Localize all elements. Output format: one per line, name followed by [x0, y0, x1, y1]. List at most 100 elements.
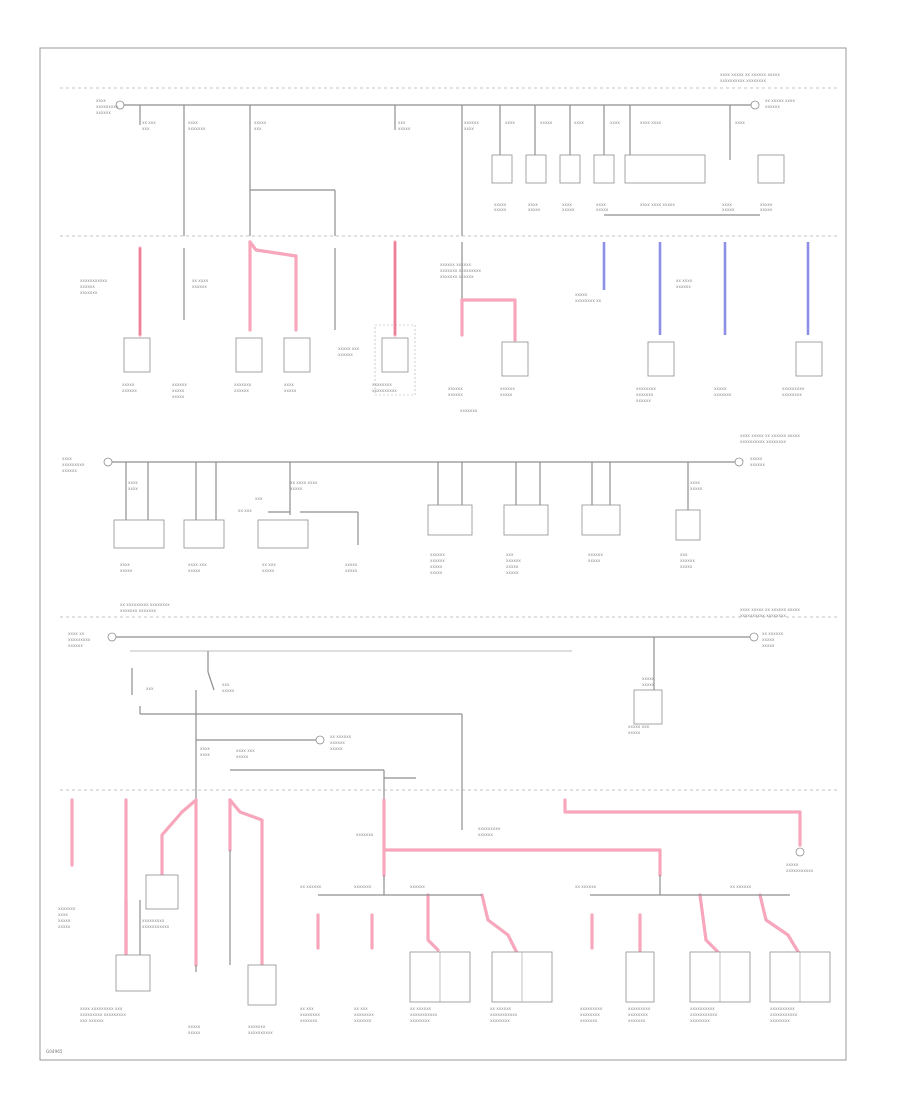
svg-text:xxxxx: xxxxx — [398, 126, 411, 131]
svg-text:xxx: xxx — [680, 552, 688, 557]
bus-connector-right-2 — [734, 457, 744, 467]
svg-text:xxxxxx: xxxxxx — [448, 392, 463, 397]
svg-text:xxxxx: xxxxx — [188, 1030, 201, 1035]
svg-text:xxxxx: xxxxx — [762, 637, 775, 642]
svg-text:xx xxxxxx: xx xxxxxx — [490, 1006, 512, 1011]
svg-text:xxx: xxx — [254, 126, 262, 131]
svg-text:xxxxxx: xxxxxx — [172, 382, 187, 387]
svg-text:xxxxxxxxxx xxxxxxxx: xxxxxxxxxx xxxxxxxx — [740, 613, 786, 618]
svg-text:xxxxxxxxxx xxxxxxxx: xxxxxxxxxx xxxxxxxx — [740, 439, 786, 444]
svg-text:xxxxxxxxxx: xxxxxxxxxx — [248, 1030, 273, 1035]
svg-text:xxxxxxxx: xxxxxxxx — [372, 382, 392, 387]
svg-text:xxxxxxx: xxxxxxx — [234, 382, 252, 387]
svg-text:xxxxx: xxxxx — [528, 207, 541, 212]
svg-text:xxxxxxxxxx: xxxxxxxxxx — [770, 1006, 795, 1011]
svg-text:xxxx: xxxx — [96, 98, 106, 103]
svg-text:xxxxxxx: xxxxxxx — [354, 884, 372, 889]
svg-text:xxxx: xxxx — [528, 202, 538, 207]
svg-text:xxxxx: xxxxx — [642, 676, 655, 681]
svg-text:xxxxxx: xxxxxx — [330, 740, 345, 745]
bus-connector-left-2 — [103, 457, 113, 467]
svg-text:xxxxx: xxxxx — [290, 486, 303, 491]
bus-text-1: xxxx xxxxx xx xxxxxx xxxxx xxxxxxxxxx xx… — [96, 72, 795, 115]
svg-text:xxxx: xxxx — [735, 120, 745, 125]
svg-text:xxxxx: xxxxx — [330, 746, 343, 751]
svg-text:xxxx: xxxx — [464, 126, 474, 131]
svg-text:xxxx xxxxx xx xxxxxx xxxxx: xxxx xxxxx xx xxxxxx xxxxx — [740, 433, 800, 438]
svg-text:xxxxx: xxxxx — [188, 1024, 201, 1029]
diagram-frame — [39, 47, 847, 1061]
svg-text:xxxxxxx: xxxxxxx — [80, 290, 98, 295]
svg-text:xxx: xxx — [146, 686, 154, 691]
svg-text:xxxxx: xxxxx — [506, 564, 519, 569]
svg-text:xx xxxxxx: xx xxxxxx — [410, 1006, 432, 1011]
svg-text:xxxxx: xxxxx — [284, 388, 297, 393]
svg-text:xxx: xxx — [398, 120, 406, 125]
svg-text:xxxxxx: xxxxxx — [430, 558, 445, 563]
svg-text:xxxx xxx: xxxx xxx — [236, 748, 255, 753]
svg-text:xxxxx: xxxxx — [680, 564, 693, 569]
svg-text:xxxxx: xxxxx — [750, 456, 763, 461]
svg-text:xxxxx: xxxxx — [786, 862, 799, 867]
svg-text:xxxxxxx xxxxxxx: xxxxxxx xxxxxxx — [120, 608, 157, 613]
svg-text:xxxx: xxxx — [200, 746, 210, 751]
svg-text:xxx: xxx — [222, 682, 230, 687]
svg-text:xxxxxxxxx: xxxxxxxxx — [142, 918, 165, 923]
svg-text:xxxxxxx: xxxxxxx — [188, 126, 206, 131]
svg-text:xxxxxx: xxxxxx — [430, 552, 445, 557]
svg-text:xxxxx: xxxxx — [236, 754, 249, 759]
svg-text:xxxxx xxx: xxxxx xxx — [628, 724, 650, 729]
svg-text:xxxxxx: xxxxxx — [448, 386, 463, 391]
svg-text:xxxxx: xxxxx — [494, 202, 507, 207]
svg-text:xx xxxx xxxx: xx xxxx xxxx — [290, 480, 318, 485]
svg-text:xxxxx: xxxxx — [430, 564, 443, 569]
svg-text:xxxxxxxxx xxxxxxxxx: xxxxxxxxx xxxxxxxxx — [80, 1012, 126, 1017]
svg-text:xxxxxxxxxx: xxxxxxxxxx — [372, 388, 397, 393]
svg-text:xxxx xxxxxxxxx xxx: xxxx xxxxxxxxx xxx — [80, 1006, 123, 1011]
svg-text:xxxxxxxxx: xxxxxxxxx — [478, 826, 501, 831]
svg-text:xxxxx: xxxxx — [172, 388, 185, 393]
svg-text:xxxxx: xxxxx — [58, 918, 71, 923]
svg-text:xxxxxx: xxxxxx — [96, 110, 111, 115]
svg-text:xxxxxxx: xxxxxxx — [58, 906, 76, 911]
svg-text:xxxxx: xxxxx — [494, 207, 507, 212]
svg-text:xxxxx: xxxxx — [714, 386, 727, 391]
svg-text:xx xxx: xx xxx — [142, 120, 156, 125]
ground-wiring-4 — [139, 800, 790, 972]
svg-text:xxxxxxxxxxx: xxxxxxxxxxx — [410, 1012, 438, 1017]
svg-text:xx xxx: xx xxx — [262, 562, 276, 567]
svg-text:xxxxxx: xxxxxx — [765, 104, 780, 109]
connector-ref — [315, 735, 325, 745]
svg-text:xxxxxx: xxxxxx — [478, 832, 493, 837]
svg-text:xxxxxx: xxxxxx — [506, 558, 521, 563]
svg-text:xxxxxxxxxxx: xxxxxxxxxxx — [786, 868, 814, 873]
svg-text:xxxxxxxx: xxxxxxxx — [782, 392, 802, 397]
svg-text:xxxxx: xxxxx — [188, 568, 201, 573]
svg-text:xxxxx: xxxxx — [506, 570, 519, 575]
svg-text:xxxxxxx: xxxxxxx — [354, 1018, 372, 1023]
svg-text:xxxxx: xxxxx — [430, 570, 443, 575]
module-boxes-1 — [123, 324, 823, 396]
svg-text:xxxx: xxxx — [58, 912, 68, 917]
svg-text:xxxxxxxxx: xxxxxxxxx — [68, 637, 91, 642]
svg-text:xx xxxxx xxxx: xx xxxxx xxxx — [765, 98, 795, 103]
svg-text:xxxxx: xxxxx — [690, 486, 703, 491]
svg-text:xxxxxx: xxxxxx — [464, 120, 479, 125]
svg-text:xxxxxx: xxxxxx — [62, 468, 77, 473]
relay-boxes-2 — [113, 504, 701, 549]
power-wiring-4 — [70, 798, 802, 967]
svg-text:xxxxx: xxxxx — [500, 392, 513, 397]
svg-text:xxxxx: xxxxx — [254, 120, 267, 125]
svg-text:xxxxxxx: xxxxxxx — [714, 392, 732, 397]
svg-text:xxxxxxxx: xxxxxxxx — [490, 1018, 510, 1023]
svg-text:xxx: xxx — [255, 496, 263, 501]
svg-text:xxxxx: xxxxx — [262, 568, 275, 573]
relay-labels-2: xx xxxx xxxxxxxxx xxxxx xxx xxxxxxxx xxx… — [120, 480, 703, 575]
svg-text:xxxx xxxxx xx xxxxxx xxxxx: xxxx xxxxx xx xxxxxx xxxxx — [720, 72, 780, 77]
svg-text:xxxxx: xxxxx — [540, 120, 553, 125]
